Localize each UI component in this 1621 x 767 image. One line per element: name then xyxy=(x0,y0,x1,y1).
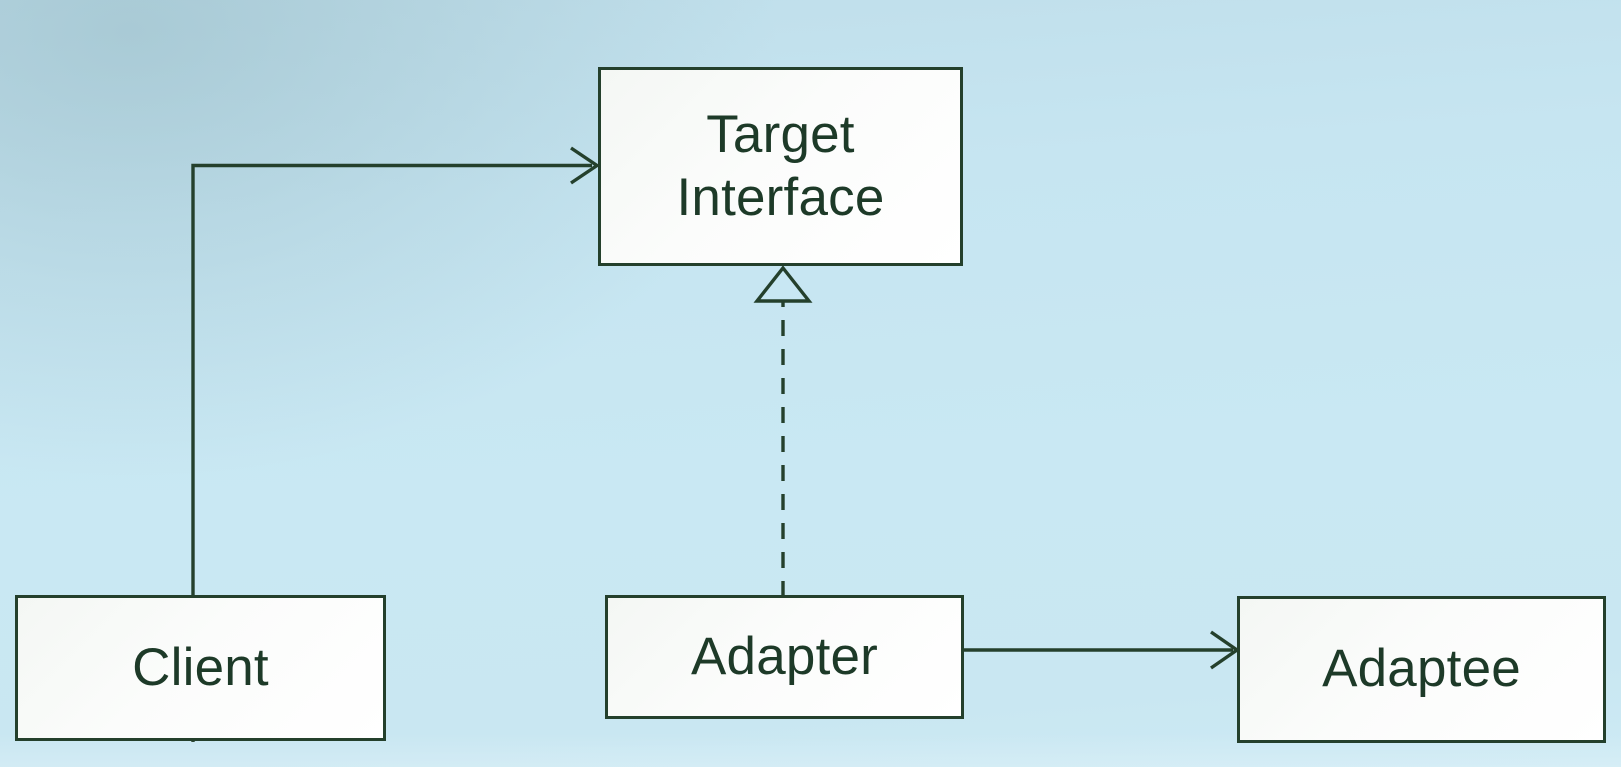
node-adaptee[interactable]: Adaptee xyxy=(1237,596,1606,743)
node-adaptee-label: Adaptee xyxy=(1322,639,1521,699)
node-client-label: Client xyxy=(132,637,269,697)
node-adapter-label: Adapter xyxy=(690,626,879,686)
edge-adapter-to-target xyxy=(753,265,813,597)
edge-client-to-target-arrowhead xyxy=(570,146,601,185)
edge-client-to-target xyxy=(191,146,601,742)
node-target-interface[interactable]: Target Interface xyxy=(598,67,963,266)
node-client[interactable]: Client xyxy=(15,595,386,741)
node-adapter[interactable]: Adapter xyxy=(605,595,964,719)
edge-adapter-to-target-hollow-triangle-arrowhead xyxy=(753,265,813,303)
edge-adapter-to-adaptee xyxy=(961,630,1240,670)
edge-client-to-target-line xyxy=(191,163,592,742)
node-target-interface-label: Target Interface xyxy=(676,104,885,227)
